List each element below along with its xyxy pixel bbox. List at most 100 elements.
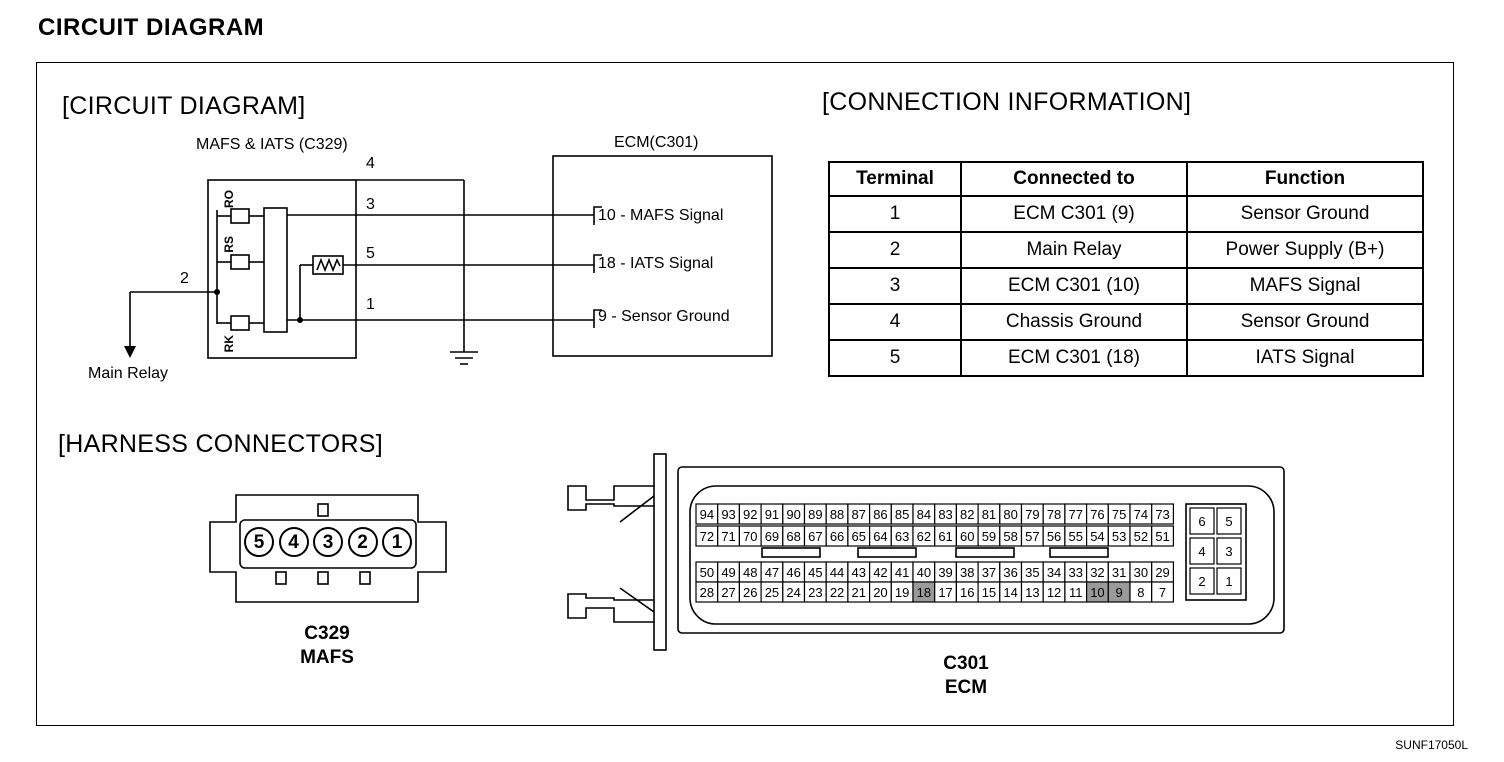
c301-pin-number: 57 — [1025, 529, 1039, 544]
c329-pin: 2 — [347, 527, 378, 557]
c301-small-pin-cell — [1189, 537, 1215, 565]
c301-pin-number: 75 — [1112, 507, 1126, 522]
c301-pin-number: 35 — [1025, 565, 1039, 580]
c301-connector-id: C301 — [943, 653, 989, 674]
c329-connector-name: MAFS — [300, 647, 354, 668]
ecm-label: ECM(C301) — [614, 134, 699, 151]
c301-pin-number: 92 — [743, 507, 757, 522]
table-row: 1 ECM C301 (9) Sensor Ground — [828, 195, 1424, 233]
c301-pin-number: 62 — [917, 529, 931, 544]
c301-pin-number: 89 — [808, 507, 822, 522]
cell-connected-to: ECM C301 (10) — [960, 267, 1188, 305]
c301-pin-number: 82 — [960, 507, 974, 522]
figure-code: SUNF17050L — [1395, 738, 1468, 752]
c301-small-pin-number: 4 — [1198, 544, 1205, 559]
table-row: 2 Main Relay Power Supply (B+) — [828, 231, 1424, 269]
c301-pin-number: 12 — [1047, 585, 1061, 600]
cell-terminal: 2 — [828, 231, 962, 269]
harness-section-title: [HARNESS CONNECTORS] — [58, 430, 384, 458]
c301-small-pin-number: 2 — [1198, 574, 1205, 589]
mafs-iats-label: MAFS & IATS (C329) — [196, 136, 348, 153]
c301-pin-number: 18 — [917, 585, 931, 600]
c301-pin-number: 49 — [721, 565, 735, 580]
connection-table: Terminal Connected to Function 1 ECM C30… — [828, 161, 1424, 377]
table-row: 5 ECM C301 (18) IATS Signal — [828, 339, 1424, 377]
c301-pin-number: 52 — [1134, 529, 1148, 544]
pin-5-label: 5 — [366, 245, 375, 262]
c301-pin-number: 79 — [1025, 507, 1039, 522]
c301-pin-number: 11 — [1069, 585, 1083, 600]
connection-section-title: [CONNECTION INFORMATION] — [822, 88, 1192, 116]
c301-pin-number: 71 — [721, 529, 735, 544]
pin-4-label: 4 — [366, 155, 375, 172]
c301-pin-number: 44 — [830, 565, 844, 580]
c301-pin-number: 34 — [1047, 565, 1061, 580]
header-function: Function — [1186, 161, 1424, 197]
main-relay-arrow — [124, 346, 136, 358]
c301-pin-number: 7 — [1159, 585, 1166, 600]
c301-pin-number: 29 — [1155, 565, 1169, 580]
c301-small-pin-cell — [1189, 567, 1215, 595]
cell-terminal: 3 — [828, 267, 962, 305]
c329-pin: 3 — [313, 527, 343, 557]
c301-pin-number: 43 — [852, 565, 866, 580]
cell-connected-to: Chassis Ground — [960, 303, 1188, 341]
c301-pin-number: 55 — [1069, 529, 1083, 544]
ecm-pin-10-label: 10 - MAFS Signal — [598, 207, 724, 224]
c301-pin-number: 85 — [895, 507, 909, 522]
c301-pin-number: 69 — [765, 529, 779, 544]
c301-pin-number: 15 — [982, 585, 996, 600]
cell-function: Sensor Ground — [1186, 195, 1424, 233]
c301-small-pin-number: 3 — [1225, 544, 1232, 559]
c329-pin: 5 — [244, 527, 274, 557]
c301-pin-number: 81 — [982, 507, 996, 522]
c301-label: C301 ECM — [928, 652, 1004, 700]
c301-small-pin-cell — [1216, 567, 1242, 595]
c329-connector-id: C329 — [304, 623, 350, 644]
c301-pin-number: 58 — [1003, 529, 1017, 544]
c301-small-pin-number: 6 — [1198, 514, 1205, 529]
c301-pin-number: 48 — [743, 565, 757, 580]
c301-pin-number: 17 — [938, 585, 952, 600]
c301-pin-number: 33 — [1069, 565, 1083, 580]
c301-connector-name: ECM — [944, 677, 988, 698]
cell-terminal: 1 — [828, 195, 962, 233]
c301-pin-number: 53 — [1112, 529, 1126, 544]
c301-pin-number: 87 — [852, 507, 866, 522]
c301-pin-number: 28 — [700, 585, 714, 600]
c301-pin-number: 39 — [938, 565, 952, 580]
table-row: 4 Chassis Ground Sensor Ground — [828, 303, 1424, 341]
sensor-bus-bar — [263, 207, 288, 333]
c301-pin-number: 38 — [960, 565, 974, 580]
c301-pin-number: 45 — [808, 565, 822, 580]
c301-pin-cell — [1151, 525, 1174, 547]
circuit-section-title: [CIRCUIT DIAGRAM] — [62, 92, 306, 120]
c301-pin-number: 21 — [852, 585, 866, 600]
c301-pin-number: 80 — [1003, 507, 1017, 522]
mafs-sensor-box — [207, 179, 357, 359]
c301-pin-number: 78 — [1047, 507, 1061, 522]
c301-pin-number: 22 — [830, 585, 844, 600]
table-header-row: Terminal Connected to Function — [828, 161, 1424, 197]
c301-pin-number: 94 — [700, 507, 714, 522]
c301-pin-cell — [1151, 581, 1174, 603]
c301-pin-number: 50 — [700, 565, 714, 580]
c301-pin-number: 10 — [1090, 585, 1104, 600]
main-relay-label: Main Relay — [88, 365, 169, 382]
c301-small-pin-cell — [1216, 537, 1242, 565]
c301-pin-number: 63 — [895, 529, 909, 544]
c301-small-pin-number: 5 — [1225, 514, 1232, 529]
c301-pin-number: 36 — [1003, 565, 1017, 580]
cell-function: Sensor Ground — [1186, 303, 1424, 341]
c301-pin-cell — [1151, 503, 1174, 525]
c301-small-pin-cell — [1189, 507, 1215, 535]
c329-outline — [209, 494, 447, 603]
pin-2-label: 2 — [180, 270, 189, 287]
c301-pin-number: 73 — [1155, 507, 1169, 522]
cell-connected-to: Main Relay — [960, 231, 1188, 269]
c301-pin-number: 56 — [1047, 529, 1061, 544]
cell-connected-to: ECM C301 (18) — [960, 339, 1188, 377]
diagram-frame — [36, 62, 1454, 726]
c301-pin-number: 27 — [721, 585, 735, 600]
